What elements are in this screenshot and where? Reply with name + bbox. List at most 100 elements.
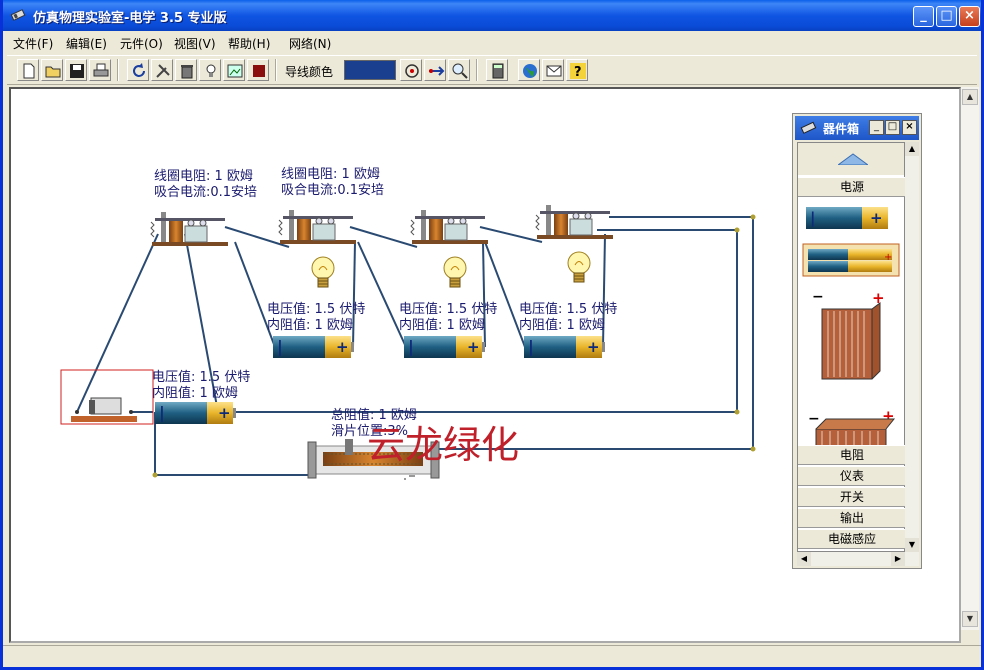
knife-switch[interactable]	[60, 369, 154, 425]
toolbox-battery-icon	[800, 121, 817, 134]
open-button[interactable]	[41, 59, 63, 81]
bulb-1[interactable]	[311, 256, 335, 288]
screenshot-button[interactable]	[223, 59, 245, 81]
menu-file[interactable]: 文件(F)	[13, 37, 54, 51]
zoom-icon	[452, 63, 468, 79]
globe-button[interactable]	[518, 59, 540, 81]
print-button[interactable]	[89, 59, 111, 81]
category-output[interactable]: 输出	[798, 508, 906, 528]
save-disk-icon	[70, 64, 84, 78]
window-title: 仿真物理实验室-电学 3.5 专业版	[33, 11, 227, 26]
watermark: 云龙绿化	[367, 423, 519, 467]
rheostat[interactable]	[307, 439, 440, 480]
battery-4-voltage: 电压值: 1.5 伏特	[519, 301, 617, 317]
calculator-button[interactable]	[486, 59, 508, 81]
toolbox-scroll-down-icon[interactable]: ▼	[905, 538, 919, 552]
circuit-diagram: | +	[60, 167, 756, 480]
category-resistor[interactable]: 电阻	[798, 445, 906, 465]
battery-2-resistance: 内阻值: 1 欧姆	[267, 317, 353, 333]
battery-2-voltage: 电压值: 1.5 伏特	[267, 301, 365, 317]
save-button[interactable]	[65, 59, 87, 81]
canvas-horizontal-scrollbar[interactable]	[9, 630, 961, 643]
bulb-button[interactable]	[199, 59, 221, 81]
toolbox-horizontal-scrollbar[interactable]: ◀ ▶	[797, 552, 919, 566]
rheostat-total-resistance: 总阻值: 1 欧姆	[331, 407, 417, 423]
tools-button[interactable]	[151, 59, 173, 81]
close-button[interactable]: ×	[959, 6, 980, 27]
rotate-icon	[405, 64, 419, 78]
toolbar-separator	[476, 59, 478, 81]
svg-text:+: +	[872, 291, 885, 307]
scroll-down-arrow-icon[interactable]: ▼	[962, 611, 978, 627]
screenshot-icon	[227, 64, 243, 78]
svg-text:|: |	[810, 209, 815, 228]
delete-button[interactable]	[175, 59, 197, 81]
calculator-icon	[492, 63, 504, 79]
component-toolbox: 器件箱 _ □ × 电源 | + +	[792, 113, 922, 569]
battery-3[interactable]	[404, 336, 485, 358]
toolbox-component-list: 电源 | + + − + − +	[797, 142, 906, 552]
menu-component[interactable]: 元件(O)	[120, 37, 163, 51]
bulb-3[interactable]	[567, 251, 591, 283]
toolbox-vertical-scrollbar[interactable]: ▲ ▼	[905, 142, 919, 552]
battery-2[interactable]	[273, 336, 354, 358]
category-meter[interactable]: 仪表	[798, 466, 906, 486]
toolbox-minimize-button[interactable]: _	[869, 120, 884, 135]
relay-2-current: 吸合电流:0.1安培	[281, 182, 384, 198]
battery-3-voltage: 电压值: 1.5 伏特	[399, 301, 497, 317]
category-electromagnetic-induction[interactable]: 电磁感应	[798, 529, 906, 549]
menu-network[interactable]: 网络(N)	[289, 37, 332, 51]
category-switch[interactable]: 开关	[798, 487, 906, 507]
menu-edit[interactable]: 编辑(E)	[66, 37, 107, 51]
battery-4[interactable]	[524, 336, 605, 358]
minimize-button[interactable]: _	[913, 6, 934, 27]
toolbox-maximize-button[interactable]: □	[885, 120, 900, 135]
relay-2[interactable]	[278, 209, 357, 245]
print-icon	[93, 63, 109, 77]
relay-3[interactable]	[410, 209, 489, 245]
open-folder-icon	[45, 66, 61, 78]
tools-icon	[156, 64, 170, 78]
component-storage-battery[interactable]: − +	[810, 291, 894, 401]
category-power[interactable]: 电源	[798, 177, 906, 197]
zoom-button[interactable]	[448, 59, 470, 81]
refresh-icon	[133, 63, 145, 77]
relay-4[interactable]	[535, 204, 614, 240]
battery-1[interactable]	[155, 402, 236, 424]
toolbar-separator	[275, 59, 277, 81]
canvas-vertical-scrollbar[interactable]: ▲ ▼	[961, 87, 979, 630]
new-button[interactable]	[17, 59, 39, 81]
toolbox-title-bar[interactable]: 器件箱 _ □ ×	[795, 116, 919, 140]
stop-square-icon	[253, 65, 265, 77]
refresh-button[interactable]	[127, 59, 149, 81]
battery-1-voltage: 电压值: 1.5 伏特	[152, 369, 250, 385]
wire-color-swatch[interactable]	[344, 60, 396, 80]
svg-text:+: +	[870, 209, 883, 227]
toolbox-scroll-up-icon[interactable]: ▲	[905, 142, 919, 156]
svg-text:?: ?	[574, 65, 582, 80]
maximize-button[interactable]: □	[936, 6, 957, 27]
mail-button[interactable]	[542, 59, 564, 81]
toolbox-scroll-left-icon[interactable]: ◀	[797, 552, 811, 566]
svg-text:+: +	[884, 252, 892, 263]
rotate-button[interactable]	[400, 59, 422, 81]
bulb-2[interactable]	[443, 256, 467, 288]
component-battery-pack[interactable]: +	[802, 243, 902, 279]
toolbox-scroll-right-icon[interactable]: ▶	[891, 552, 905, 566]
title-bar[interactable]: 仿真物理实验室-电学 3.5 专业版 _ □ ×	[3, 0, 981, 31]
new-file-icon	[23, 63, 35, 79]
menu-help[interactable]: 帮助(H)	[228, 37, 271, 51]
stop-button[interactable]	[247, 59, 269, 81]
component-single-battery[interactable]: | +	[804, 205, 900, 231]
menu-view[interactable]: 视图(V)	[174, 37, 216, 51]
mail-icon	[546, 65, 562, 77]
scroll-up-arrow-icon[interactable]: ▲	[962, 89, 978, 105]
relay-1-current: 吸合电流:0.1安培	[154, 184, 257, 200]
help-button[interactable]: ?	[566, 59, 588, 81]
toolbox-close-button[interactable]: ×	[902, 120, 917, 135]
relay-1[interactable]	[150, 211, 229, 247]
toolbox-scroll-up[interactable]	[798, 143, 904, 175]
battery-4-resistance: 内阻值: 1 欧姆	[519, 317, 605, 333]
wire-align-button[interactable]	[424, 59, 446, 81]
toolbar-separator	[117, 59, 119, 81]
